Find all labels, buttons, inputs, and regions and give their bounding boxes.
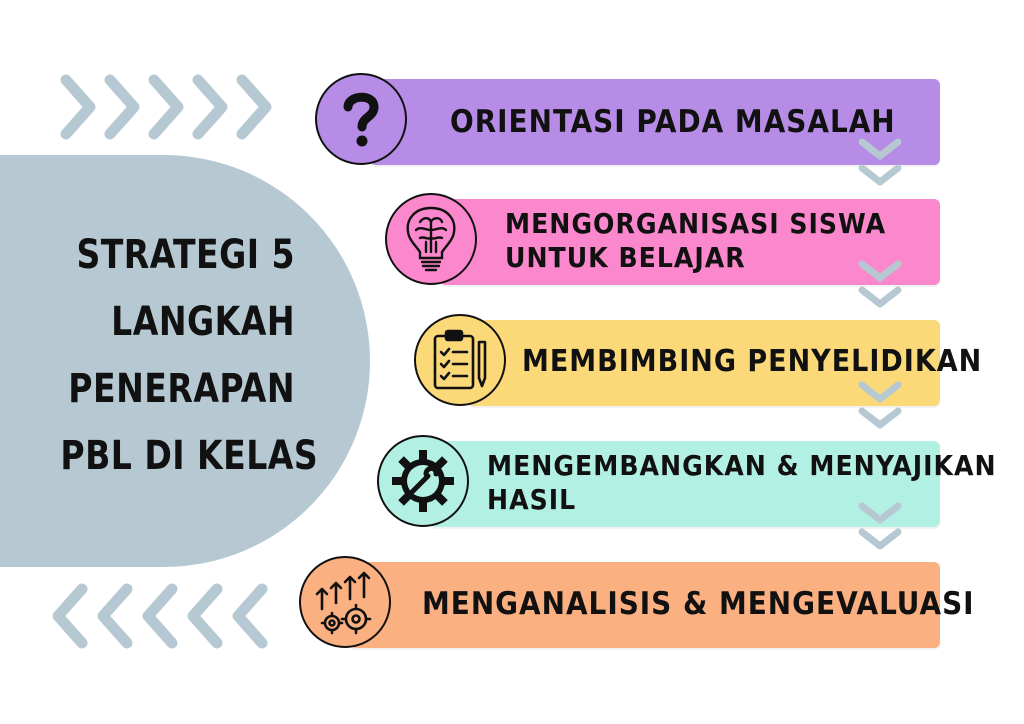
step-1-label-line-1: ORIENTASI PADA MASALAH <box>450 104 896 140</box>
title-line-1: STRATEGI 5 <box>76 232 295 278</box>
step-2: MENGORGANISASI SISWA UNTUK BELAJAR <box>385 193 940 285</box>
step-5-label-line-1: MENGANALISIS & MENGEVALUASI <box>422 586 975 622</box>
step-3-label: MEMBIMBING PENYELIDIKAN <box>522 345 982 379</box>
question-mark-icon <box>315 73 407 165</box>
step-2-label: MENGORGANISASI SISWA UNTUK BELAJAR <box>505 207 886 275</box>
step-4: MENGEMBANGKAN & MENYAJIKAN HASIL <box>377 435 996 527</box>
infographic-title: STRATEGI 5 LANGKAH PENERAPAN PBL DI KELA… <box>60 222 319 490</box>
chevron-left-icon-group <box>52 583 268 649</box>
chevron-right-icon-group <box>60 74 272 140</box>
step-3-bar <box>468 320 940 406</box>
clipboard-checklist-icon <box>414 314 506 406</box>
step-1-bar <box>370 79 940 165</box>
step-5: MENGANALISIS & MENGEVALUASI <box>299 556 974 648</box>
chevron-down-icon <box>858 138 902 186</box>
title-line-3: PENERAPAN <box>68 366 295 412</box>
chevron-down-icon <box>858 381 902 429</box>
step-2-bar <box>440 199 940 285</box>
step-1-label: ORIENTASI PADA MASALAH <box>450 105 896 139</box>
step-5-label: MENGANALISIS & MENGEVALUASI <box>422 587 975 621</box>
left-panel-shape <box>0 155 370 567</box>
step-3: MEMBIMBING PENYELIDIKAN <box>414 314 981 406</box>
brain-lightbulb-icon <box>385 193 477 285</box>
step-5-bar <box>350 562 940 648</box>
chevron-down-icon <box>858 260 902 308</box>
gear-wrench-icon <box>377 435 469 527</box>
chevron-down-icon <box>858 502 902 550</box>
step-3-label-line-1: MEMBIMBING PENYELIDIKAN <box>522 344 983 379</box>
step-4-label-line-1: MENGEMBANGKAN & MENYAJIKAN <box>487 449 997 482</box>
step-1: ORIENTASI PADA MASALAH <box>315 73 940 165</box>
title-line-4: PBL DI KELAS <box>60 433 319 479</box>
gears-arrows-icon <box>299 556 391 648</box>
left-chevrons-decoration <box>50 583 275 649</box>
step-4-bar <box>430 441 940 527</box>
step-2-label-line-2: UNTUK BELAJAR <box>505 241 746 274</box>
step-4-label: MENGEMBANGKAN & MENYAJIKAN HASIL <box>487 449 997 517</box>
step-2-label-line-1: MENGORGANISASI SISWA <box>505 207 887 240</box>
step-4-label-line-2: HASIL <box>487 483 577 516</box>
title-line-2: LANGKAH <box>111 299 295 345</box>
right-chevrons-decoration <box>58 74 278 140</box>
